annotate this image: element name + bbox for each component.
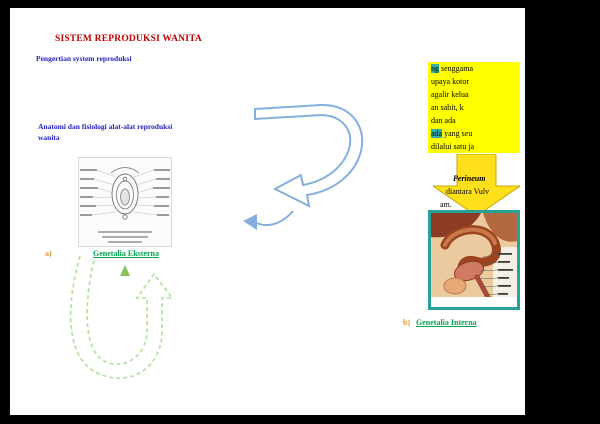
anatomy-heading-line1: Anatomi dan fisiologi alat-alat reproduk… xyxy=(38,122,173,131)
anatomy-leader-lines xyxy=(476,253,499,296)
dashed-u-turn-arrow-shape xyxy=(69,255,174,379)
section-b-bullet: b) xyxy=(403,318,411,327)
block-down-arrow-shape xyxy=(433,154,520,216)
section-b-label: Genetalia Interna xyxy=(416,318,477,327)
document-title: SISTEM REPRODUKSI WANITA xyxy=(55,34,202,44)
text-fragment: upaya kotor xyxy=(431,77,469,86)
blue-arrowhead xyxy=(243,214,257,230)
highlighted-text-block: ng senggama upaya kotor agalir kelua an … xyxy=(428,62,520,153)
pelvic-anatomy-image xyxy=(428,210,520,310)
teal-highlight-fragment: ng xyxy=(431,64,439,73)
diagram-leader-lines xyxy=(91,169,158,216)
perineum-label: Perineum xyxy=(453,174,486,183)
vulva-diagram-image xyxy=(78,157,172,247)
text-fragment: an sabit, k xyxy=(431,103,464,112)
highlighted-text-line: dan ada xyxy=(428,114,520,127)
text-fragment: agalir kelua xyxy=(431,90,469,99)
highlighted-text-line: upaya kotor xyxy=(428,75,520,88)
diantara-text-fragment: diantara Vulv xyxy=(446,187,490,196)
section-a-label: Genetalia Eksterna xyxy=(93,249,159,258)
highlighted-text-line: an sabit, k xyxy=(428,101,520,114)
curved-ribbon-arrow-shape xyxy=(243,103,364,230)
section-a-bullet: a) xyxy=(45,249,52,258)
highlighted-text-line: dilalui satu ja xyxy=(428,140,520,153)
highlighted-text-line: agalir kelua xyxy=(428,88,520,101)
intro-heading: Pengertian system reproduksi xyxy=(36,54,132,63)
highlighted-text-line: ada yang seu xyxy=(428,127,520,140)
am-text-fragment: am. xyxy=(440,200,452,209)
document-page: SISTEM REPRODUKSI WANITA Pengertian syst… xyxy=(10,8,525,415)
highlighted-text-line: ng senggama xyxy=(428,62,520,75)
diagram-label-placeholders xyxy=(80,169,170,216)
green-arrowhead xyxy=(120,265,130,276)
anatomy-heading: Anatomi dan fisiologi alat-alat reproduk… xyxy=(38,121,218,143)
teal-highlight-fragment: ada xyxy=(431,129,443,138)
anatomy-heading-line2: wanita xyxy=(38,133,60,142)
anatomy-label-placeholders xyxy=(498,253,513,295)
text-fragment: dan ada xyxy=(431,116,456,125)
text-fragment: dilalui satu ja xyxy=(431,142,475,151)
pelvic-anatomy-drawing xyxy=(431,213,517,307)
text-fragment: yang seu xyxy=(442,129,473,138)
vulva-outline xyxy=(110,167,140,220)
diagram-caption-placeholder xyxy=(98,231,152,243)
text-fragment: senggama xyxy=(439,64,473,73)
